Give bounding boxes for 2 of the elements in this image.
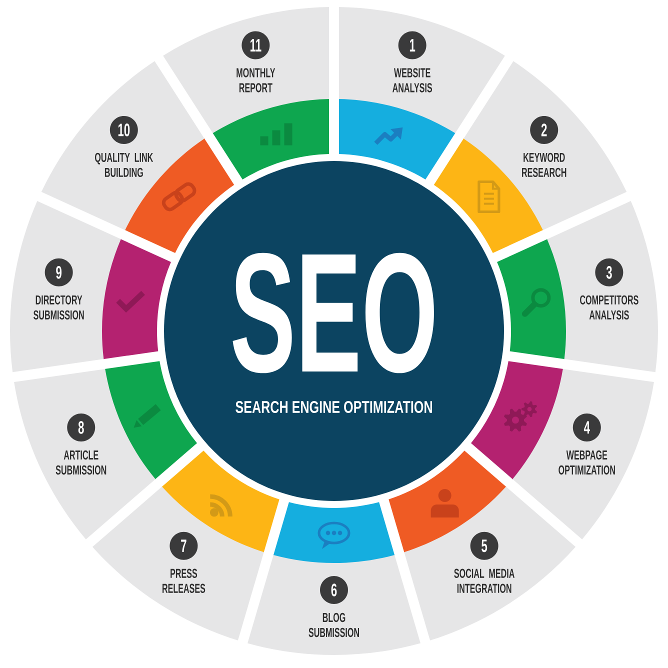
node-label: MONTHLY REPORT [236, 68, 276, 92]
node-label: WEBSITE ANALYSIS [392, 68, 432, 92]
